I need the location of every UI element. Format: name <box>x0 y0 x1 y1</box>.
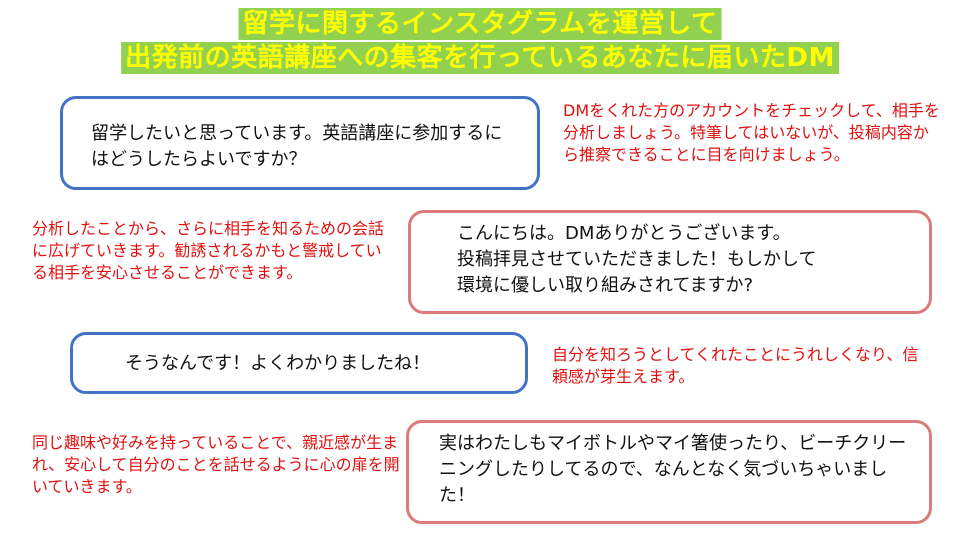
analysis-note-2: 分析したことから、さらに相手を知るための会話に広げていきます。勧誘されるかもと警… <box>32 218 397 284</box>
reply-message-2: 実はわたしもマイボトルやマイ箸使ったり、ビーチクリーニングしたりしてるので、なん… <box>406 420 932 524</box>
prospect-message-1-text: 留学したいと思っています。英語講座に参加するにはどうしたらよいですか？ <box>91 123 503 170</box>
prospect-message-2-text: そうなんです！よくわかりましたね！ <box>125 353 431 374</box>
reply-message-1-line-2: 投稿拝見させていただきました！もしかして <box>457 249 817 270</box>
reply-message-1-line-1: こんにちは。DMありがとうございます。 <box>457 223 791 244</box>
slide-title-line-1: 留学に関するインスタグラムを運営して <box>238 8 722 40</box>
analysis-note-1: DMをくれた方のアカウントをチェックして、相手を分析しましょう。特筆してはいない… <box>563 101 940 164</box>
prospect-message-2: そうなんです！よくわかりましたね！ <box>70 332 528 394</box>
analysis-note-2-text: 分析したことから、さらに相手を知るための会話に広げていきます。勧誘されるかもと警… <box>32 219 385 282</box>
analysis-note-3: 自分を知ろうとしてくれたことにうれしくなり、信頼感が芽生えます。 <box>552 345 919 386</box>
analysis-note-4: 同じ趣味や好みを持っていることで、親近感が生まれ、安心して自分のことを話せるよう… <box>32 433 400 496</box>
reply-message-1: こんにちは。DMありがとうございます。 投稿拝見させていただきました！もしかして… <box>408 210 932 314</box>
prospect-message-1: 留学したいと思っています。英語講座に参加するにはどうしたらよいですか？ <box>60 96 540 190</box>
slide-title-line-2: 出発前の英語講座への集客を行っているあなたに届いたDM <box>121 42 839 74</box>
reply-message-1-line-3: 環境に優しい取り組みされてますか? <box>457 275 754 296</box>
reply-message-2-text: 実はわたしもマイボトルやマイ箸使ったり、ビーチクリーニングしたりしてるので、なん… <box>439 433 907 506</box>
